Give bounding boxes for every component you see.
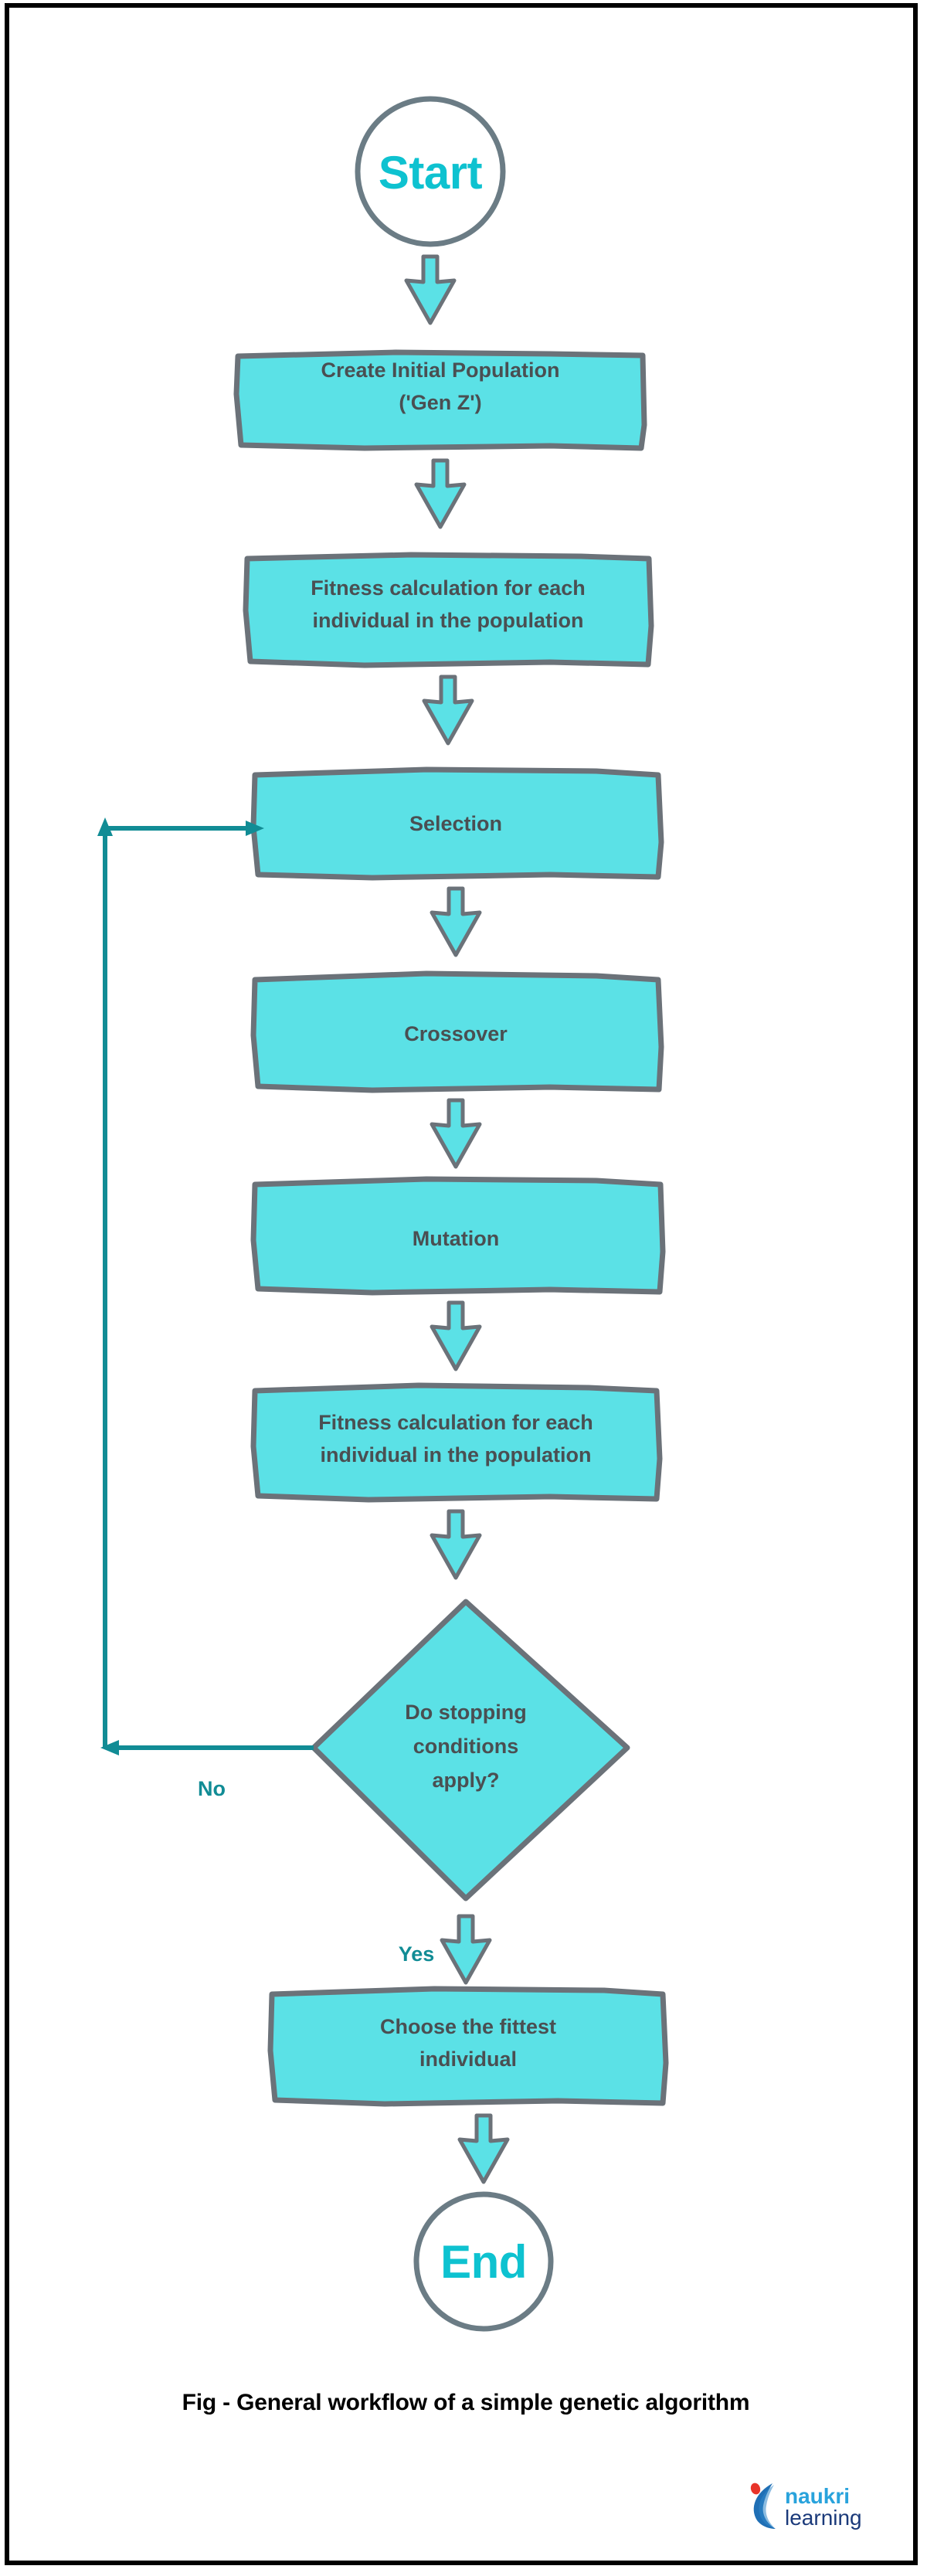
start-label: Start: [379, 147, 483, 199]
node-fitness-calculation-1[interactable]: Fitness calculation for each individual …: [243, 552, 654, 668]
fitness1-label-line1: Fitness calculation for each: [311, 576, 586, 600]
logo-swoosh-highlight-icon: [759, 2485, 775, 2528]
end-label: End: [440, 2236, 527, 2288]
edge-decision-no-loop: No: [97, 817, 314, 1800]
no-loop-arrowhead-left: [100, 1740, 119, 1755]
no-loop-arrowhead-right: [246, 821, 264, 836]
logo-word-learning: learning: [785, 2506, 862, 2530]
mutation-label: Mutation: [413, 1227, 499, 1250]
edge-label-yes: Yes: [399, 1942, 435, 1966]
logo-dot-icon: [750, 2483, 761, 2495]
edge-start-to-init: [406, 257, 454, 323]
node-crossover[interactable]: Crossover: [250, 970, 664, 1093]
end-circle: [413, 2191, 554, 2332]
start-circle: [355, 96, 506, 247]
node-mutation[interactable]: Mutation: [250, 1176, 666, 1296]
flowchart-canvas: Start Create Initial Population ('Gen Z'…: [9, 8, 922, 2570]
logo-swoosh-icon: [753, 2483, 776, 2529]
init-label-line2: ('Gen Z'): [399, 391, 481, 414]
decision-label-line1: Do stopping: [405, 1701, 526, 1724]
mutation-box-shape: [250, 1176, 666, 1296]
node-selection[interactable]: Selection: [250, 766, 664, 881]
edge-decision-to-choose: [442, 1916, 490, 1983]
edge-label-no: No: [198, 1777, 226, 1800]
crossover-label: Crossover: [404, 1022, 508, 1045]
page-frame: Start Create Initial Population ('Gen Z'…: [5, 3, 918, 2565]
selection-box-shape: [250, 766, 664, 881]
logo-word-naukri: naukri: [785, 2484, 850, 2508]
edge-init-to-fitness1: [416, 460, 464, 527]
choose-box-shape: [267, 1986, 669, 2107]
node-decision-stopping-conditions[interactable]: Do stopping conditions apply?: [311, 1599, 630, 1901]
figure-caption: Fig - General workflow of a simple genet…: [182, 2390, 750, 2415]
edge-fitness2-to-decision: [432, 1511, 480, 1578]
node-create-initial-population[interactable]: Create Initial Population ('Gen Z'): [233, 349, 647, 451]
node-end[interactable]: End: [413, 2191, 554, 2332]
node-start[interactable]: Start: [355, 96, 506, 247]
edge-choose-to-end: [460, 2116, 508, 2182]
fitness2-label-line2: individual in the population: [321, 1443, 592, 1466]
node-fitness-calculation-2[interactable]: Fitness calculation for each individual …: [250, 1382, 663, 1503]
init-box-shape: [233, 349, 647, 451]
decision-label-line3: apply?: [432, 1769, 499, 1792]
choose-label-line2: individual: [419, 2048, 517, 2071]
flowchart-svg: Start Create Initial Population ('Gen Z'…: [97, 96, 669, 2332]
edge-fitness1-to-selection: [424, 677, 472, 743]
decision-label-line2: conditions: [413, 1735, 519, 1758]
naukri-learning-logo[interactable]: naukri learning: [745, 2480, 882, 2530]
edge-crossover-to-mutation: [432, 1100, 480, 1167]
fitness1-box-shape: [243, 552, 654, 668]
init-label-line1: Create Initial Population: [321, 359, 559, 382]
fitness1-label-line2: individual in the population: [313, 609, 584, 632]
selection-label: Selection: [409, 812, 502, 835]
fitness2-box-shape: [250, 1382, 663, 1503]
decision-diamond-shape: [311, 1599, 630, 1901]
crossover-box-shape: [250, 970, 664, 1093]
edge-mutation-to-fitness2: [432, 1303, 480, 1369]
fitness2-label-line1: Fitness calculation for each: [318, 1411, 593, 1434]
node-choose-fittest[interactable]: Choose the fittest individual: [267, 1986, 669, 2107]
choose-label-line1: Choose the fittest: [380, 2015, 556, 2038]
edge-selection-to-crossover: [432, 889, 480, 955]
